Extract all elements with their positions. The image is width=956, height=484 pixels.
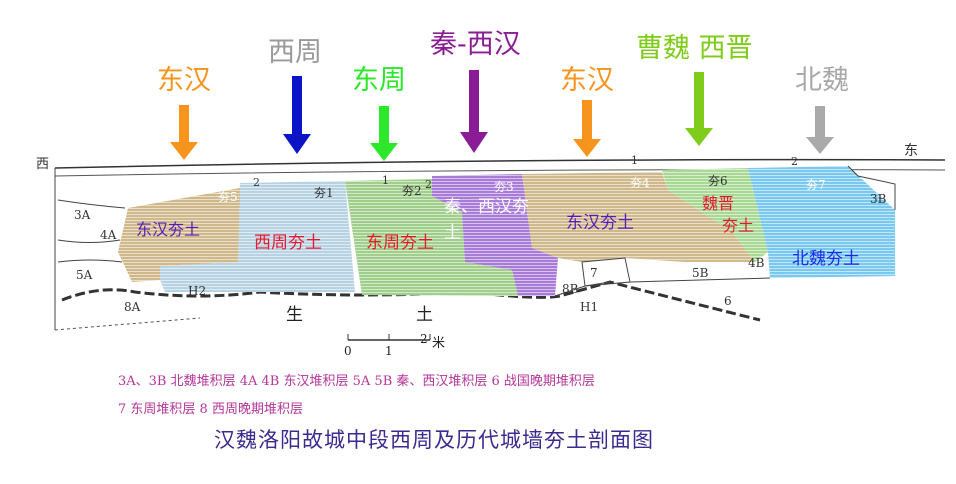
layer-7: 7	[590, 266, 598, 280]
layer-h1: H1	[580, 300, 599, 314]
rammed-earth-1	[160, 181, 355, 292]
layer-3b: 3B	[870, 192, 887, 206]
arrow-east-han-1	[170, 105, 198, 160]
tag-hang6: 夯6	[708, 174, 728, 188]
label-wei-jin-b: 夯土	[722, 216, 755, 235]
era-label-west-zhou: 西周	[268, 37, 322, 68]
arrow-east-zhou	[370, 106, 398, 161]
subsoil-char-2: 土	[416, 305, 433, 325]
rammed-earth-2	[345, 179, 518, 296]
era-label-east-zhou: 东周	[352, 65, 406, 96]
layer-4a: 4A	[100, 228, 117, 242]
label-northern-wei-earth: 北魏夯土	[792, 249, 860, 269]
scale-0: 0	[344, 344, 352, 358]
era-label-east-han-1: 东汉	[157, 65, 211, 96]
layer-2-west: 2	[253, 176, 260, 189]
era-label-east-han-2: 东汉	[560, 65, 614, 96]
rammed-earth-4	[522, 172, 755, 262]
legend-line-2: 7 东周堆积层 8 西周晚期堆积层	[118, 402, 303, 417]
layer-8b: 8B	[562, 282, 579, 296]
arrow-cao-wei	[685, 72, 713, 146]
era-label-northern-wei: 北魏	[795, 65, 849, 96]
figure-title: 汉魏洛阳故城中段西周及历代城墙夯土剖面图	[214, 428, 654, 452]
legend-line-1: 3A、3B 北魏堆积层 4A 4B 东汉堆积层 5A 5B 秦、西汉堆积层 6 …	[118, 374, 595, 389]
west-label: 西	[36, 157, 50, 172]
era-label-qin-west-han: 秦-西汉	[430, 29, 521, 60]
tag-hang3: 夯3	[494, 180, 514, 194]
rammed-earth-7	[748, 166, 895, 278]
scale-1: 1	[385, 344, 393, 358]
era-label-cao-wei-west-jin: 曹魏 西晋	[636, 33, 753, 64]
layer-h2: H2	[188, 284, 207, 298]
label-east-han-west: 东汉夯土	[136, 220, 201, 239]
label-west-zhou-earth: 西周夯土	[254, 233, 322, 253]
scale-unit: 米	[432, 336, 446, 351]
layer-2-top: 2	[791, 155, 798, 168]
rammed-earth-5	[118, 188, 240, 282]
label-east-zhou-earth: 东周夯土	[366, 233, 434, 253]
tag-hang4: 夯4	[630, 176, 650, 190]
tag-hang1: 夯1	[314, 186, 334, 200]
rammed-earth-3	[432, 174, 558, 296]
layer-8a: 8A	[124, 300, 141, 314]
layer-5a: 5A	[76, 268, 93, 282]
arrow-east-han-2	[573, 100, 601, 157]
layer-2-mid: 2	[425, 178, 432, 191]
arrow-northern-wei	[806, 106, 834, 154]
arrow-west-zhou	[283, 76, 311, 154]
east-label: 东	[904, 143, 918, 159]
layer-5b: 5B	[692, 266, 709, 280]
rammed-earth-6	[662, 168, 768, 262]
layer-1-top: 1	[631, 154, 638, 167]
scale-2: 2	[420, 332, 428, 346]
subsoil-char-1: 生	[286, 305, 303, 325]
label-qin-west-han-earth: 秦、西汉夯土	[444, 197, 529, 243]
arrow-qin-west-han	[460, 70, 488, 153]
tag-hang2: 夯2	[402, 184, 422, 198]
label-east-han-east: 东汉夯土	[566, 213, 634, 233]
label-wei-jin-a: 魏晋	[702, 194, 735, 213]
layer-3a: 3A	[74, 208, 91, 222]
layer-4b: 4B	[748, 256, 765, 270]
scale-bar	[347, 334, 431, 341]
tag-hang7: 夯7	[806, 178, 826, 192]
layer-6: 6	[724, 294, 732, 308]
tag-hang5: 夯5	[218, 190, 238, 204]
layer-1-mid: 1	[382, 174, 389, 187]
